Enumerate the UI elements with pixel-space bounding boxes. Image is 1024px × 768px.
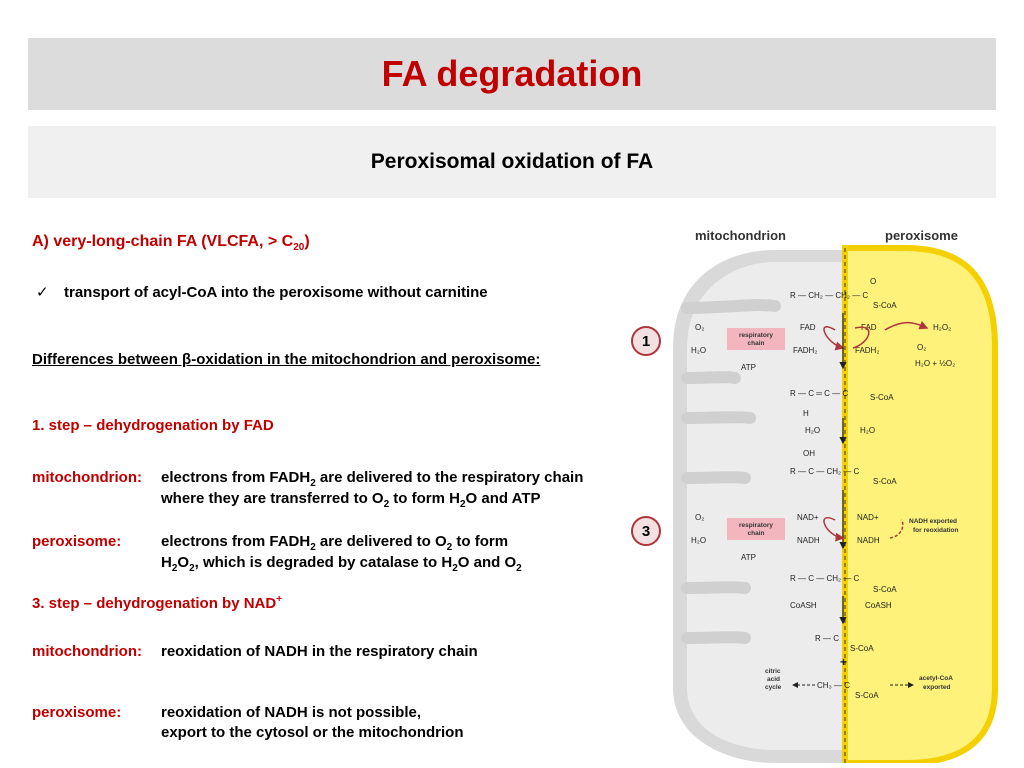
svg-text:O₂: O₂ [695,323,704,332]
svg-text:H₂O + ½O₂: H₂O + ½O₂ [915,359,955,368]
svg-text:S-CoA: S-CoA [873,301,897,310]
mito1-line2: where they are transferred to O2 to form… [161,490,541,510]
svg-text:R — C: R — C [815,634,839,643]
svg-text:FAD: FAD [861,323,877,332]
svg-text:O₂: O₂ [695,513,704,522]
svg-text:S-CoA: S-CoA [855,691,879,700]
svg-text:ATP: ATP [741,363,756,372]
step3-heading: 3. step – dehydrogenation by NAD+ [32,594,283,613]
mito1-label: mitochondrion: [32,469,142,486]
svg-text:FADH₂: FADH₂ [855,346,879,355]
svg-text:respiratory: respiratory [739,522,773,529]
perox1-label: peroxisome: [32,533,122,550]
respiratory-chain-box-3 [727,518,785,540]
svg-text:for reoxidation: for reoxidation [913,527,959,534]
perox3-line1: reoxidation of NADH is not possible, [161,704,422,721]
perox1-line2: H2O2, which is degraded by catalase to H… [161,554,522,574]
svg-text:+: + [840,655,847,669]
mito3-label: mitochondrion: [32,643,142,660]
mitochondrion-inner [687,262,843,750]
bullet-transport: transport of acyl-CoA into the peroxisom… [64,284,488,301]
svg-text:H: H [803,409,809,418]
svg-text:NADH exported: NADH exported [909,518,957,525]
diagram-label-peroxisome: peroxisome [885,228,958,243]
mito1-line1: electrons from FADH2 are delivered to th… [161,469,584,489]
svg-text:CoASH: CoASH [865,601,892,610]
respiratory-chain-box-1 [727,328,785,350]
perox3-line2: export to the cytosol or the mitochondri… [161,724,464,741]
diagram-label-mitochondrion: mitochondrion [695,228,786,243]
step-number-3: 3 [631,516,661,546]
svg-text:H₂O: H₂O [860,426,875,435]
svg-text:CoASH: CoASH [790,601,817,610]
svg-text:chain: chain [748,530,765,537]
svg-text:H₂O: H₂O [691,346,706,355]
svg-text:CH₃ — C: CH₃ — C [817,681,850,690]
svg-text:exported: exported [923,684,950,691]
svg-text:S-CoA: S-CoA [870,393,894,402]
beta-oxidation-diagram: mitochondrion peroxisome R — CH₂ — CH₂ —… [673,228,998,763]
svg-text:cycle: cycle [765,684,782,691]
svg-text:O₂: O₂ [917,343,926,352]
svg-text:S-CoA: S-CoA [873,477,897,486]
perox1-line1: electrons from FADH2 are delivered to O2… [161,533,509,553]
differences-heading: Differences between β-oxidation in the m… [32,351,541,368]
svg-text:FAD: FAD [800,323,816,332]
svg-text:OH: OH [803,449,815,458]
svg-text:NAD+: NAD+ [857,513,879,522]
svg-text:S-CoA: S-CoA [850,644,874,653]
peroxisome-shape [842,245,998,763]
svg-text:acetyl-CoA: acetyl-CoA [919,675,953,682]
svg-text:O: O [870,277,876,286]
title-bar: FA degradation [28,38,996,110]
section-a-heading: A) very-long-chain FA (VLCFA, > C20) [32,233,310,254]
svg-text:R — C — CH₂ — C: R — C — CH₂ — C [790,467,860,476]
svg-text:H₂O₂: H₂O₂ [933,323,951,332]
svg-text:acid: acid [767,676,780,683]
perox3-label: peroxisome: [32,704,122,721]
svg-text:respiratory: respiratory [739,332,773,339]
page-title: FA degradation [381,53,643,94]
svg-text:ATP: ATP [741,553,756,562]
svg-text:H₂O: H₂O [805,426,820,435]
svg-text:R — C — CH₂ — C: R — C — CH₂ — C [790,574,860,583]
svg-text:NADH: NADH [797,536,820,545]
subtitle-bar: Peroxisomal oxidation of FA [28,126,996,198]
step1-heading: 1. step – dehydrogenation by FAD [32,417,274,434]
svg-text:S-CoA: S-CoA [873,585,897,594]
svg-text:NADH: NADH [857,536,880,545]
svg-text:H₂O: H₂O [691,536,706,545]
svg-text:R — C ═ C — C: R — C ═ C — C [790,389,848,398]
step-number-1: 1 [631,326,661,356]
svg-text:citric: citric [765,668,781,675]
svg-text:NAD+: NAD+ [797,513,819,522]
svg-text:R — CH₂ — CH₂ — C: R — CH₂ — CH₂ — C [790,291,868,300]
page-subtitle: Peroxisomal oxidation of FA [370,150,654,173]
svg-text:chain: chain [748,340,765,347]
mito3-text: reoxidation of NADH in the respiratory c… [161,643,478,660]
svg-text:FADH₂: FADH₂ [793,346,817,355]
checkmark-icon: ✓ [36,284,49,301]
